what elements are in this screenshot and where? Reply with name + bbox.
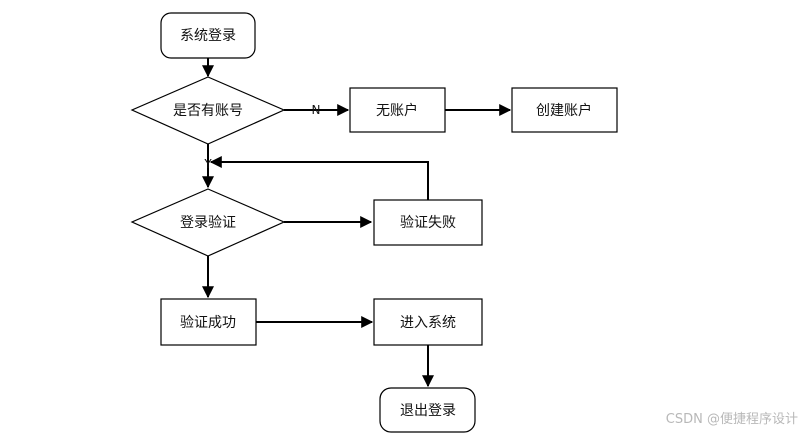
csdn-watermark: CSDN @便捷程序设计	[666, 412, 798, 427]
logout-node: 退出登录	[379, 387, 476, 433]
verify-fail-node-label: 验证失败	[400, 215, 456, 231]
start-node: 系统登录	[160, 12, 256, 59]
verify-success-node-label: 验证成功	[180, 315, 236, 331]
start-node-label: 系统登录	[180, 28, 236, 44]
verify-success-node: 验证成功	[160, 298, 257, 346]
enter-system-node-label: 进入系统	[400, 315, 456, 331]
login-verify-decision-label: 登录验证	[180, 215, 236, 231]
create-account-node: 创建账户	[511, 87, 618, 133]
has-account-decision: 是否有账号	[130, 76, 286, 145]
no-account-node-label: 无账户	[376, 102, 418, 119]
logout-node-label: 退出登录	[400, 403, 456, 419]
edge-label-no: N	[312, 103, 321, 117]
edge-fail-loop-back	[209, 156, 429, 200]
verify-fail-node: 验证失败	[373, 199, 483, 246]
enter-system-node: 进入系统	[373, 298, 483, 346]
login-verify-decision: 登录验证	[130, 188, 286, 257]
create-account-node-label: 创建账户	[536, 102, 592, 119]
edge-label-yes: Y	[203, 157, 212, 171]
no-account-node: 无账户	[349, 87, 446, 133]
has-account-decision-label: 是否有账号	[173, 103, 243, 119]
